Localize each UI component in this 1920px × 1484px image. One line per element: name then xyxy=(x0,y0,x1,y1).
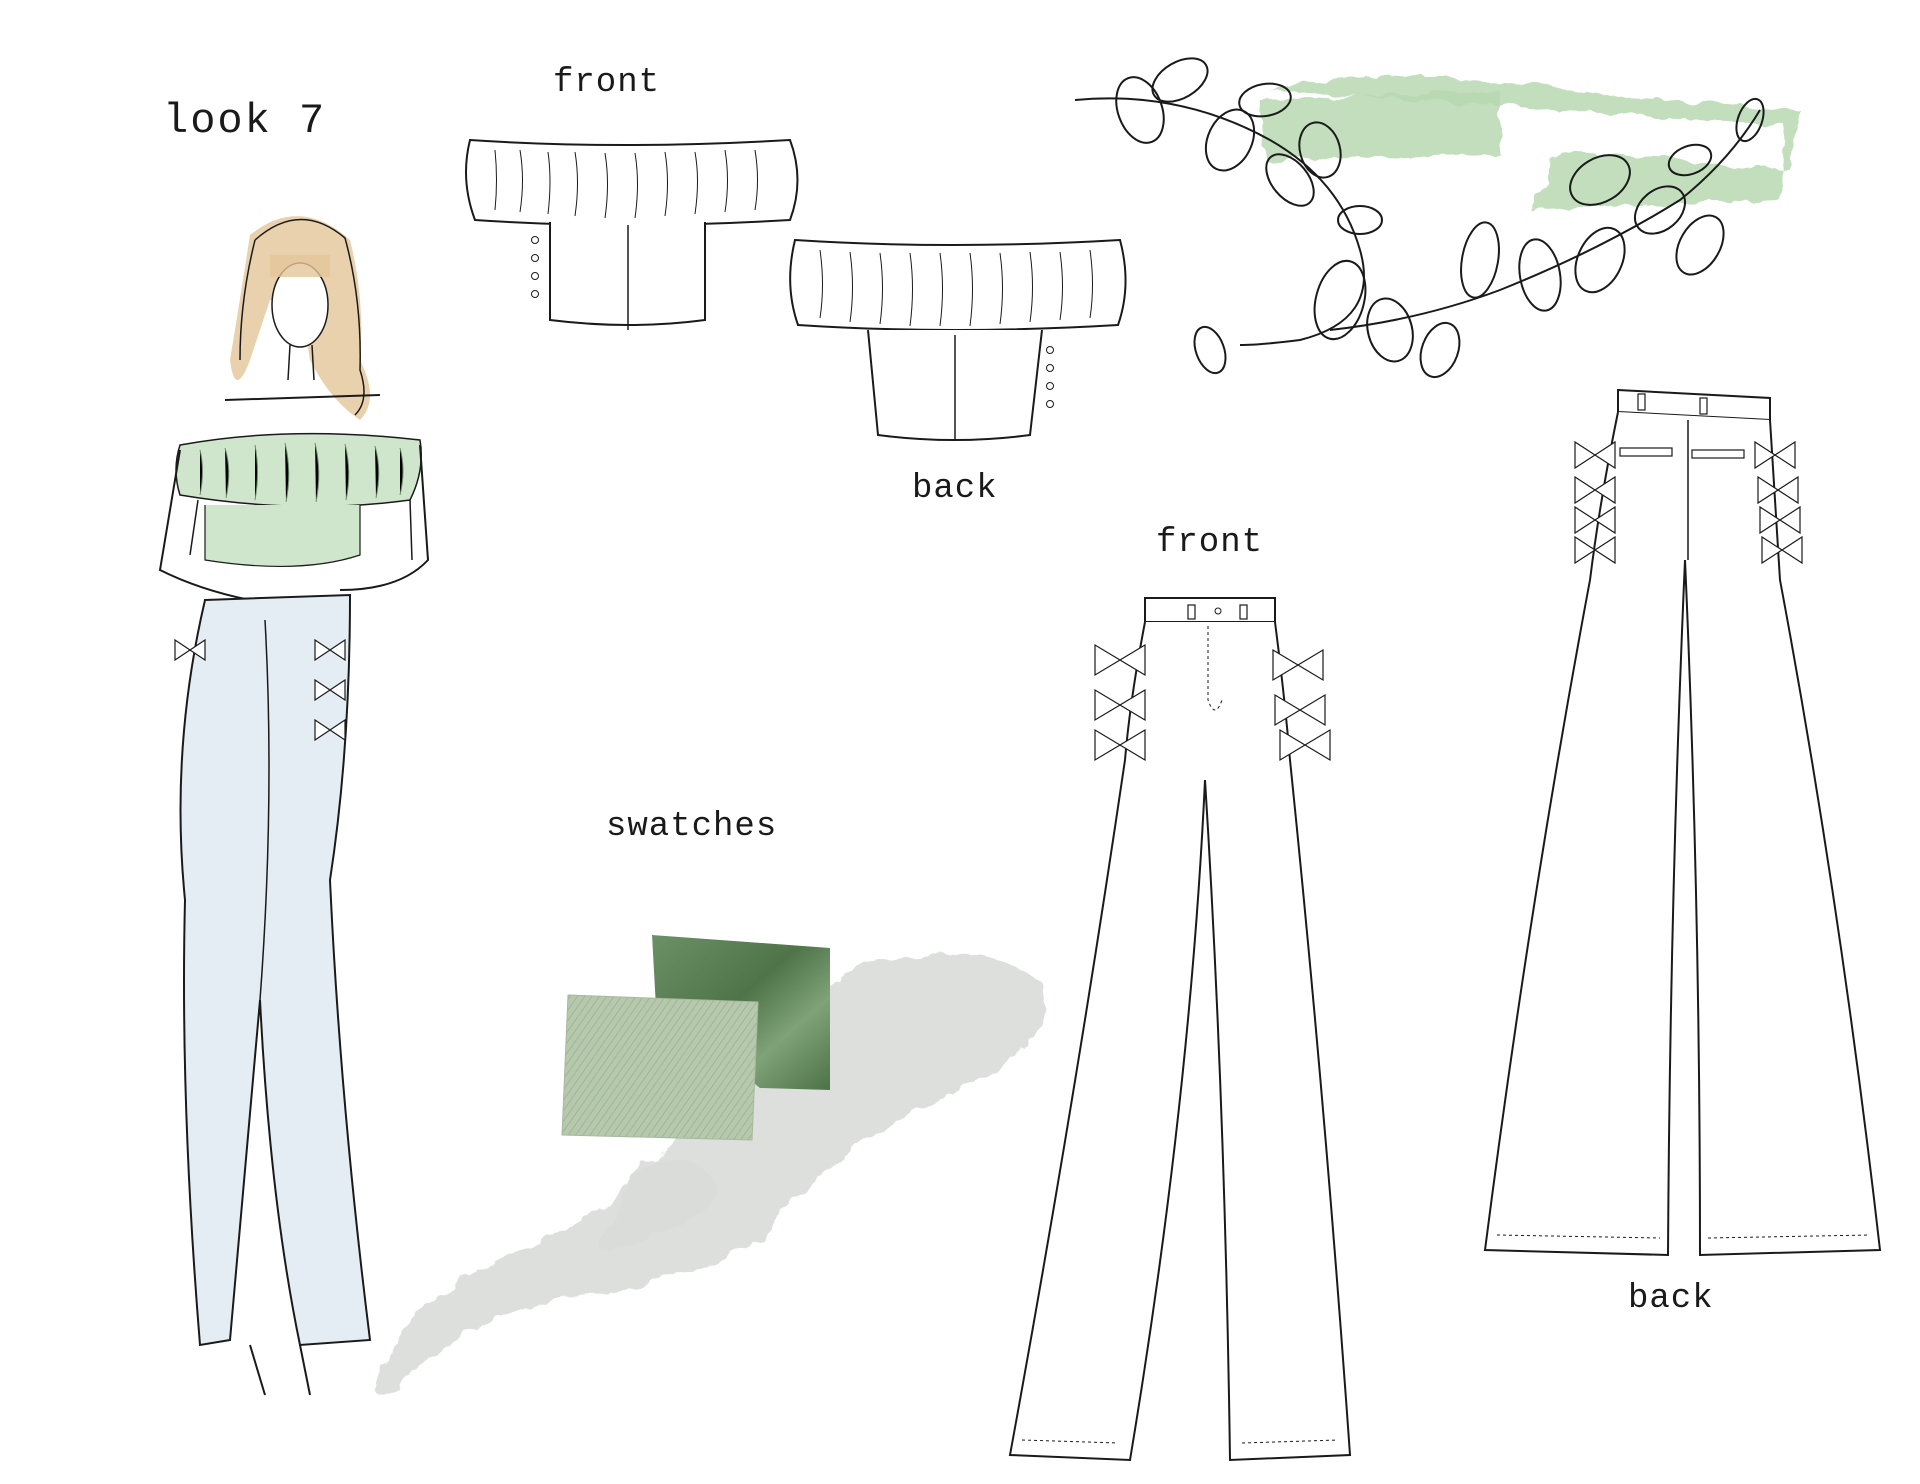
twill-swatch xyxy=(561,994,759,1141)
pants-front-label: front xyxy=(1156,524,1264,562)
top-flat-front xyxy=(465,138,799,330)
swatches-label: swatches xyxy=(606,808,778,846)
vine-illustration xyxy=(1074,57,1765,379)
pants-flat-front xyxy=(1008,597,1352,1462)
grey-brush-smudge xyxy=(375,953,1044,1396)
top-front-label: front xyxy=(553,64,661,102)
green-brush-strokes xyxy=(1260,76,1800,211)
croquis-figure xyxy=(158,216,430,1396)
fabric-swatches xyxy=(561,935,830,1141)
pants-flat-back xyxy=(1483,388,1882,1257)
wide-pants-wash xyxy=(179,593,372,1347)
top-back-label: back xyxy=(912,470,998,508)
ruffle-top-wash xyxy=(175,432,422,508)
hair-wash xyxy=(230,216,370,420)
top-flat-back xyxy=(789,238,1127,441)
pants-back-label: back xyxy=(1628,1280,1714,1318)
look-title: look 7 xyxy=(163,97,327,145)
